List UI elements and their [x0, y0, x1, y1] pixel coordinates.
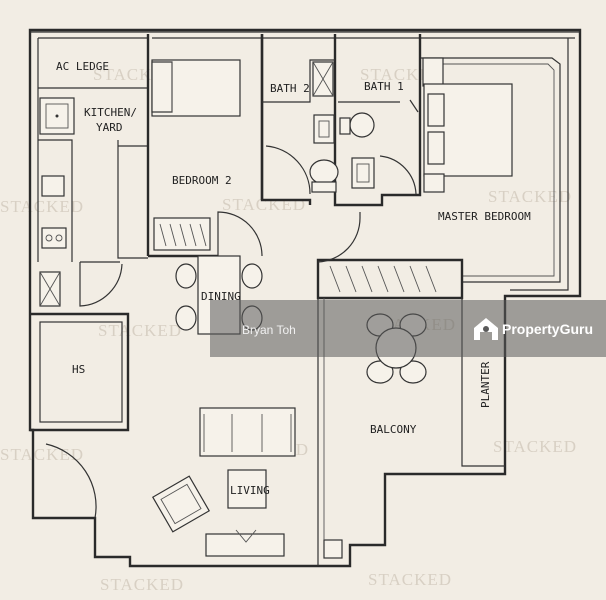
propertyguru-logo-icon: [474, 318, 498, 340]
wardrobe-icon: [153, 217, 211, 251]
chair-icon: [175, 305, 197, 331]
photo-credit: Bryan Toh: [242, 323, 296, 337]
master-door: [317, 212, 361, 263]
source-overlay: Bryan Toh PropertyGuru: [210, 300, 606, 357]
watermark: STACKED: [0, 197, 84, 216]
bay-window: [420, 57, 561, 283]
chair-icon: [241, 263, 263, 289]
bath2-door: [265, 145, 311, 195]
bedroom2-label: BEDROOM 2: [172, 174, 232, 187]
coffee-table-icon: [227, 469, 267, 509]
chair-icon: [366, 360, 394, 384]
household-shelter: HS: [30, 312, 130, 432]
watermark: STACKED: [360, 65, 444, 84]
basin-icon: [313, 114, 335, 144]
ac-ledge: AC LEDGE: [38, 60, 148, 89]
bath1-label: BATH 1: [364, 80, 404, 93]
bath-1: BATH 1: [333, 34, 444, 207]
bath-2: BATH 2: [260, 34, 339, 205]
bath2-label: BATH 2: [270, 82, 310, 95]
toilet-icon: [349, 112, 375, 138]
watermark: STACKED: [493, 437, 577, 456]
kitchen-label: KITCHEN/: [84, 106, 137, 119]
hs-label: HS: [72, 363, 85, 376]
watermark: STACKED: [368, 570, 452, 589]
living: LIVING: [151, 407, 343, 559]
watermark: STACKED: [0, 445, 84, 464]
stove-icon: [41, 227, 67, 249]
utility-box-icon: [323, 539, 343, 559]
bath1-door: [379, 155, 417, 195]
master-bedroom: MASTER BEDROOM: [316, 83, 531, 300]
ac-ledge-label: AC LEDGE: [56, 60, 109, 73]
watermark: STACKED: [222, 195, 306, 214]
sofa-icon: [199, 407, 296, 457]
brand-name: PropertyGuru: [502, 321, 593, 337]
planter-label: PLANTER: [479, 361, 492, 408]
overlay-band: [210, 300, 606, 357]
bedroom-2: BEDROOM 2: [146, 34, 264, 258]
side-table-icon: [423, 173, 445, 193]
shower-icon: [422, 57, 444, 87]
balcony-label: BALCONY: [370, 423, 417, 436]
watermark: STACKED: [98, 321, 182, 340]
chair-icon: [175, 263, 197, 289]
watermark: STACKED: [100, 575, 184, 594]
living-label: LIVING: [230, 484, 270, 497]
dining-label: DINING: [201, 290, 241, 303]
bedroom2-door: [217, 211, 263, 257]
armchair-icon: [151, 475, 211, 533]
kitchen-yard: KITCHEN/ YARD: [38, 97, 148, 307]
entrance-door: [45, 443, 97, 519]
chair-icon: [399, 360, 427, 384]
yard-label: YARD: [96, 121, 123, 134]
basin-icon: [351, 157, 375, 189]
master-bedroom-label: MASTER BEDROOM: [438, 210, 531, 223]
watermark: STACKED: [488, 187, 572, 206]
kitchen-door: [79, 261, 123, 307]
tv-console-icon: [205, 533, 285, 557]
sink-icon: [41, 175, 65, 197]
outer-walls: [28, 28, 582, 568]
toilet-icon: [309, 159, 339, 185]
